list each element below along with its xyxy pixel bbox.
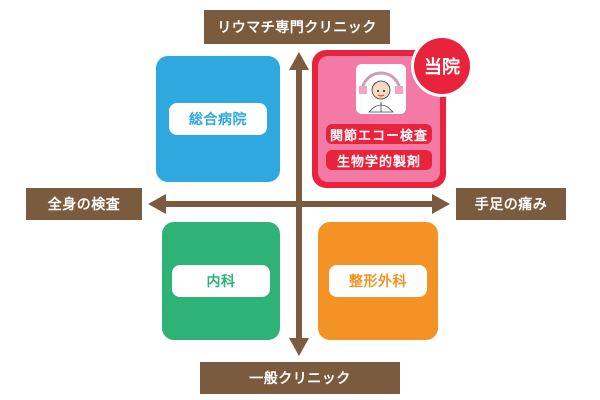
clinic-logo <box>356 64 406 114</box>
quadrant-internal-medicine: 内科 <box>162 222 280 340</box>
axis-label-left: 全身の検査 <box>26 188 142 220</box>
quadrant-label: 総合病院 <box>169 103 267 135</box>
axis-label-top: リウマチ専門クリニック <box>204 10 390 44</box>
right-arrow-icon <box>432 194 450 214</box>
left-arrow-icon <box>148 194 166 214</box>
quadrant-label: 整形外科 <box>329 265 427 297</box>
horizontal-axis-line <box>164 201 434 207</box>
quadrant-label: 内科 <box>172 265 270 297</box>
our-clinic-badge: 当院 <box>414 38 470 94</box>
quadrant-general-hospital: 総合病院 <box>156 56 280 182</box>
tag-joint-ultrasound: 関節エコー検査 <box>326 124 432 144</box>
axis-label-bottom: 一般クリニック <box>200 362 400 394</box>
axis-label-right: 手足の痛み <box>456 188 566 220</box>
up-arrow-icon <box>289 52 309 70</box>
clinic-doctor-logo-icon <box>356 64 406 114</box>
tag-biologic-agents: 生物学的製剤 <box>326 150 432 170</box>
quadrant-orthopedics: 整形外科 <box>318 222 438 340</box>
down-arrow-icon <box>289 338 309 356</box>
